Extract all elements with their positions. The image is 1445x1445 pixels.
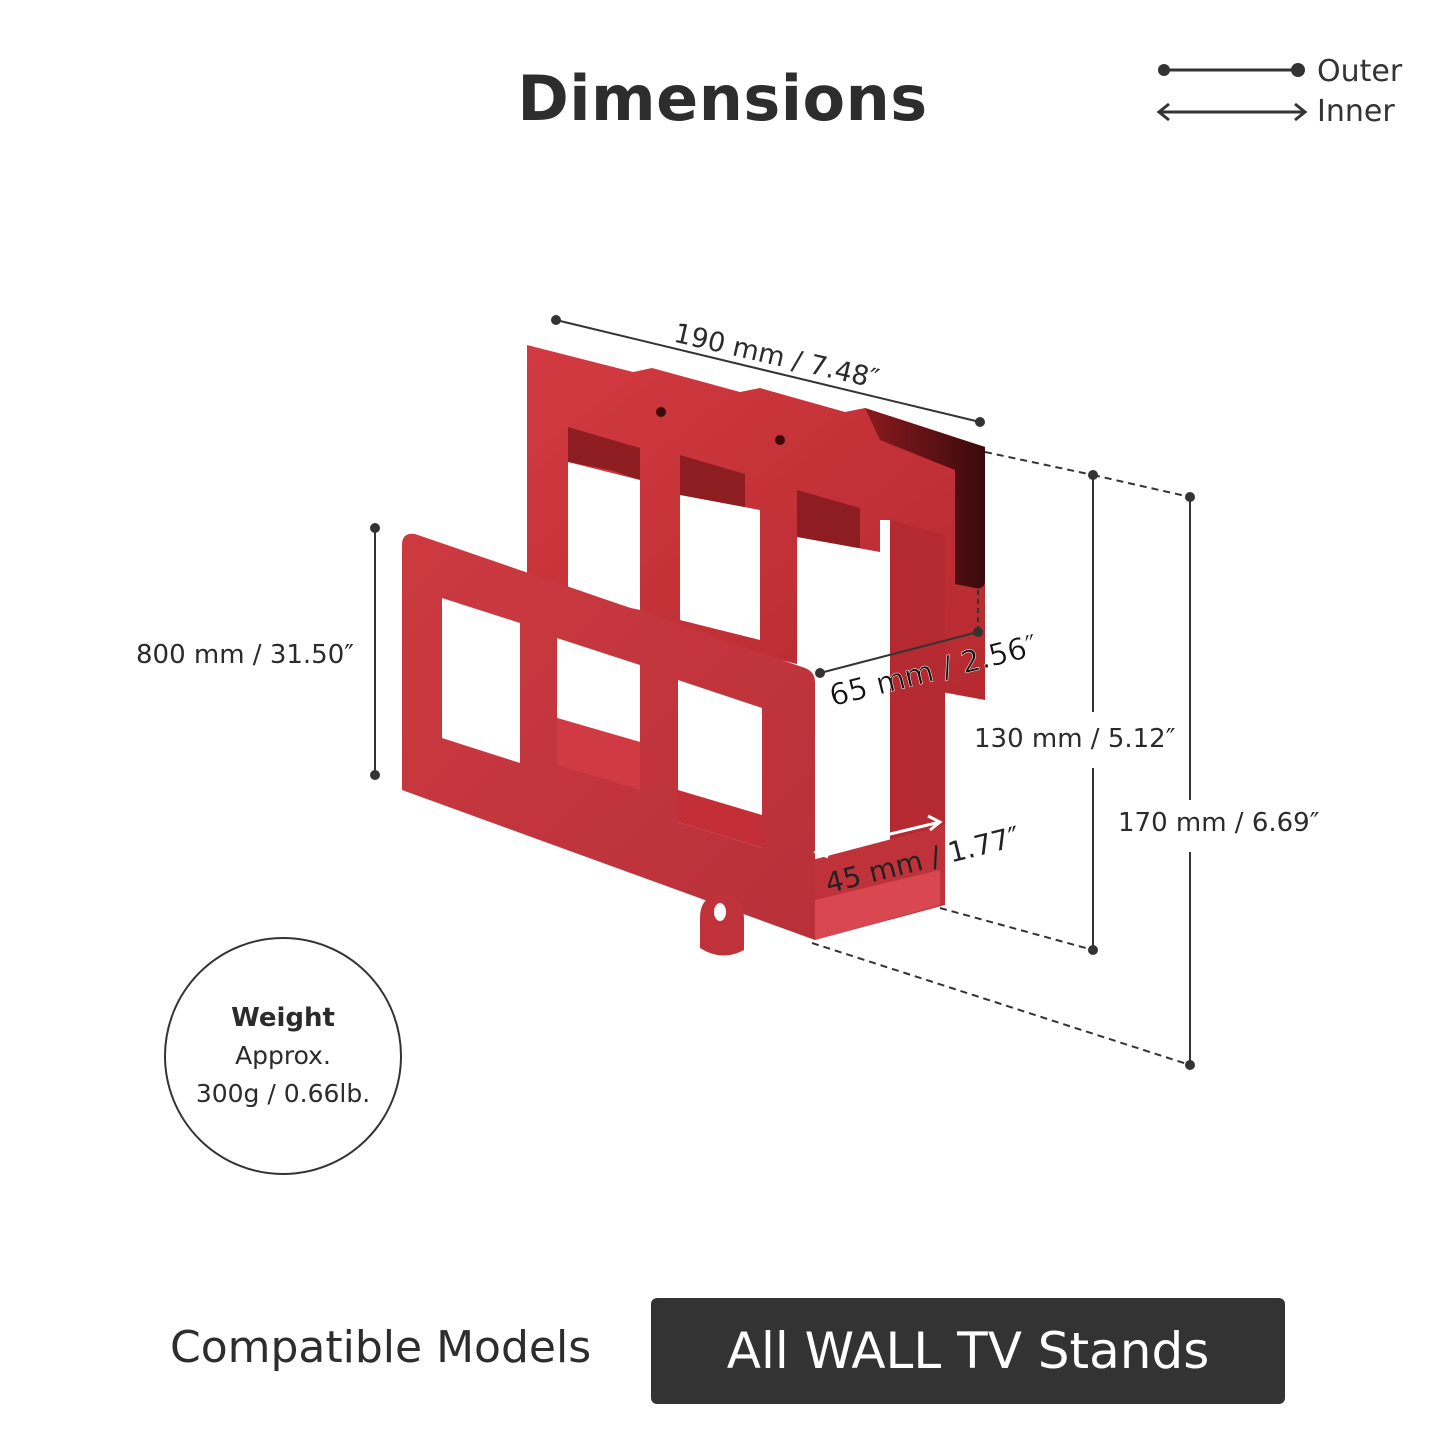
legend-item-inner: Inner	[1155, 92, 1415, 132]
compatible-models-value: All WALL TV Stands	[726, 1322, 1210, 1380]
weight-value: 300g / 0.66lb.	[195, 1079, 371, 1108]
dimension-width	[551, 315, 985, 427]
label-height-outer: 170 mm / 6.69″	[1118, 808, 1320, 838]
dimension-depth-top	[815, 590, 983, 678]
bracket-front-plate	[402, 533, 815, 956]
legend-label: Outer	[1317, 54, 1403, 89]
dimension-depth-bottom	[813, 814, 943, 859]
label-height-inner: 130 mm / 5.12″	[974, 724, 1176, 754]
label-height-left: 800 mm / 31.50″	[136, 640, 354, 670]
compatible-models-label: Compatible Models	[170, 1322, 592, 1373]
dimension-height-left	[370, 523, 380, 780]
dot-line-icon	[1158, 63, 1305, 77]
legend: Outer Inner	[1155, 52, 1415, 132]
weight-title: Weight	[231, 1003, 335, 1033]
dimension-height-outer	[811, 474, 1195, 1070]
bracket-back-plate	[527, 345, 985, 905]
legend-item-outer: Outer	[1155, 52, 1415, 92]
weight-approx: Approx.	[235, 1041, 331, 1070]
dimension-height-inner	[939, 451, 1098, 955]
weight-badge: Weight Approx. 300g / 0.66lb.	[164, 937, 402, 1175]
bracket-bottom-tray	[812, 825, 945, 940]
double-arrow-icon	[1156, 102, 1308, 122]
compatible-models-badge: All WALL TV Stands	[651, 1298, 1285, 1404]
legend-label: Inner	[1317, 94, 1395, 129]
page-title: Dimensions	[517, 62, 928, 135]
